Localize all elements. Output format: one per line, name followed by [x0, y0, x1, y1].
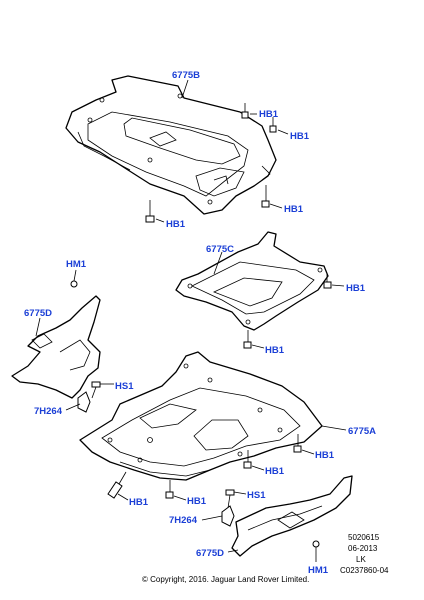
bolt-hb1-a	[241, 103, 249, 119]
part-6775a-main-undertray	[79, 351, 323, 481]
callout-7h264: 7H264	[34, 406, 63, 417]
screw-hs1-left	[91, 381, 101, 399]
copyright: © Copyright, 2016. Jaguar Land Rover Lim…	[142, 575, 309, 584]
callout-hb1: HB1	[265, 345, 285, 356]
bolt-hb1-c	[145, 200, 155, 223]
callout-hb1: HB1	[187, 496, 207, 507]
bolt-hb1-d	[261, 185, 270, 208]
callout-6775b: 6775B	[172, 70, 200, 81]
diagram-ref: C0237860-04	[340, 566, 389, 575]
part-6775b-undertray	[65, 75, 277, 215]
bolt-hb1-f	[243, 330, 252, 349]
clip-7h264-right	[221, 505, 235, 527]
bolt-hb1-g	[293, 434, 302, 453]
callout-labels: 6775B HB1 HB1 HB1 HB1 6775C HB1 HB1 HM1 …	[24, 70, 376, 576]
callout-hm1: HM1	[308, 565, 329, 576]
bolt-hb1-i	[165, 480, 174, 499]
callout-6775d: 6775D	[196, 548, 224, 559]
bolt-hb1-e	[323, 274, 332, 289]
leader-lines	[35, 79, 347, 562]
callout-hb1: HB1	[315, 450, 335, 461]
clip-hm1-right	[312, 540, 320, 548]
callout-hm1: HM1	[66, 259, 87, 270]
bolt-hb1-h	[243, 450, 252, 469]
callout-6775a: 6775A	[348, 426, 376, 437]
callout-hb1: HB1	[346, 283, 366, 294]
part-6775d-left-shield	[11, 295, 101, 399]
reference-block: 5020615 06-2013 LK C0237860-04 © Copyrig…	[142, 533, 389, 584]
bolt-hb1-j	[107, 471, 127, 499]
clip-7h264-left	[77, 391, 91, 413]
bolt-hb1-b	[269, 117, 277, 133]
callout-6775c: 6775C	[206, 244, 234, 255]
callout-hb1: HB1	[166, 219, 186, 230]
callout-hs1: HS1	[115, 381, 134, 392]
callout-hb1: HB1	[129, 497, 149, 508]
diagram-code: 5020615	[348, 533, 380, 542]
callout-hb1: HB1	[284, 204, 304, 215]
part-6775d-right-shield	[231, 475, 353, 557]
callout-hb1: HB1	[265, 466, 285, 477]
callout-hs1: HS1	[247, 490, 266, 501]
callout-hb1: HB1	[259, 109, 279, 120]
diagram-date: 06-2013	[348, 544, 378, 553]
callout-hb1: HB1	[290, 131, 310, 142]
diagram-region: LK	[356, 555, 366, 564]
callout-6775d: 6775D	[24, 308, 52, 319]
callout-7h264: 7H264	[169, 515, 198, 526]
part-6775c-panel	[175, 231, 329, 331]
screw-hs1-right	[225, 489, 235, 509]
clip-hm1-left	[70, 280, 78, 288]
